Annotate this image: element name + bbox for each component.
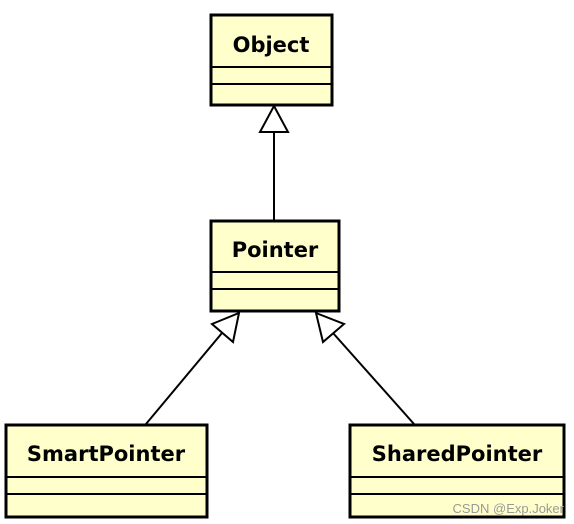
class-sharedpointer: SharedPointer [348,423,566,519]
smartpointer-to-pointer-line [145,332,223,425]
watermark-text: CSDN @Exp.Joker [452,501,564,516]
class-sharedpointer-title: SharedPointer [372,442,543,466]
pointer-to-object-arrowhead [258,103,290,133]
sharedpointer-to-pointer-arrowhead [314,311,346,344]
class-smartpointer-title: SmartPointer [27,442,186,466]
class-smartpointer: SmartPointer [4,423,209,519]
class-object: Object [209,13,334,107]
class-pointer: Pointer [209,219,341,313]
class-object-title: Object [233,33,310,57]
sharedpointer-to-pointer-line [332,332,415,425]
class-pointer-title: Pointer [232,238,319,262]
smartpointer-to-pointer-arrowhead [210,311,241,344]
